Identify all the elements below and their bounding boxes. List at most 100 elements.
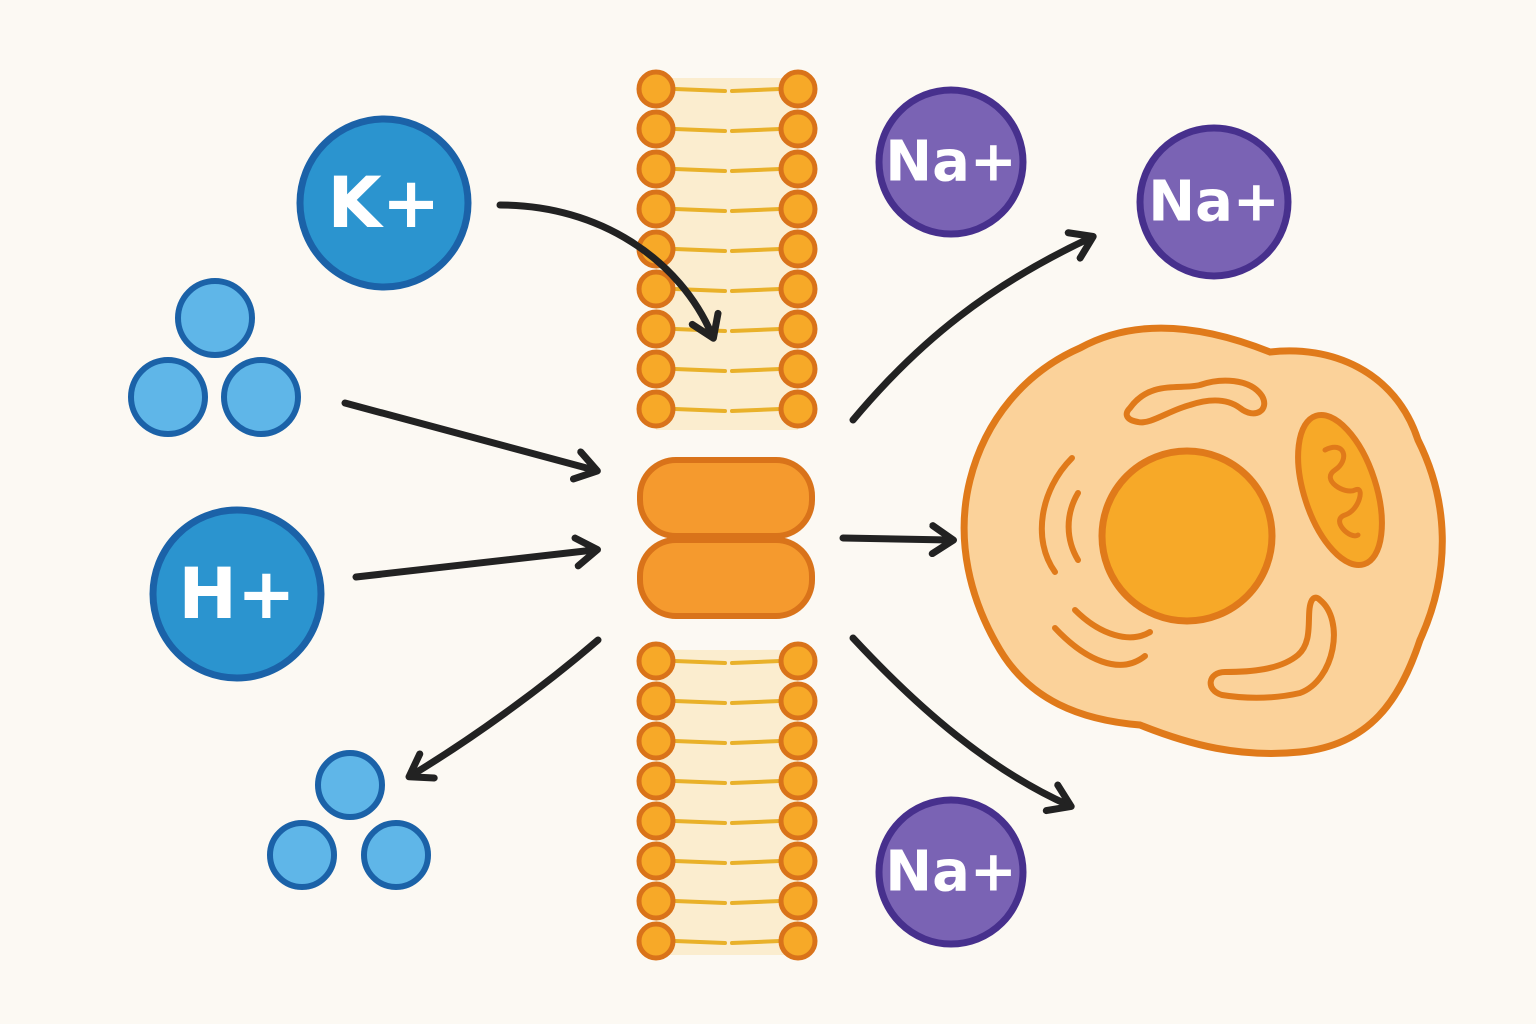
lipid-tail [730, 287, 782, 293]
k-ion: K+ [296, 115, 472, 291]
lipid-head [636, 921, 676, 961]
er-arc-3 [1052, 625, 1148, 668]
lipid-tail [730, 939, 782, 945]
lipid-tail [673, 899, 727, 905]
lipid-head [636, 69, 676, 109]
lipid-head [636, 189, 676, 229]
lipid-tail [673, 699, 727, 705]
lipid-tail [730, 327, 782, 333]
lipid-tail [673, 779, 727, 785]
lipid-head [636, 881, 676, 921]
er-arc-4 [1072, 607, 1153, 641]
arrow-k-into-membrane [496, 201, 722, 342]
lipid-tail [673, 819, 727, 825]
membrane-upper [636, 69, 818, 430]
lipid-head [778, 69, 818, 109]
lipid-head [778, 801, 818, 841]
lipid-head [636, 681, 676, 721]
lipid-head [778, 189, 818, 229]
arrow-to-na-bottom [849, 634, 1075, 815]
h-ion: H+ [149, 506, 325, 682]
lipid-head [636, 641, 676, 681]
lipid-tail [673, 87, 727, 93]
lipid-head [636, 841, 676, 881]
lipid-head [636, 801, 676, 841]
arrow-channel-to-cell [839, 522, 957, 558]
er-arc-1 [1038, 455, 1075, 575]
molecule-cluster-upper [128, 278, 301, 437]
lipid-tail [673, 407, 727, 413]
lipid-tail [730, 739, 782, 745]
arrow-channel-to-molecules [405, 636, 602, 782]
lipid-tail [730, 859, 782, 865]
lipid-tail [673, 939, 727, 945]
arrow-molecules-to-channel [341, 399, 601, 483]
lipid-tail [730, 127, 782, 133]
lipid-head [636, 109, 676, 149]
lipid-tail [730, 247, 782, 253]
na-ion-right-label: Na+ [1148, 170, 1280, 235]
lipid-tail [730, 779, 782, 785]
lipid-head [778, 761, 818, 801]
lipid-head [778, 309, 818, 349]
h-ion-label: H+ [178, 553, 295, 635]
lipid-tail [730, 207, 782, 213]
lipid-head [778, 229, 818, 269]
lipid-tail [673, 859, 727, 865]
lipid-tails-lower [673, 659, 782, 945]
lipid-head [778, 389, 818, 429]
lipid-tail [673, 739, 727, 745]
lipid-head [778, 881, 818, 921]
lipid-head [778, 841, 818, 881]
k-ion-label: K+ [328, 162, 441, 244]
lipid-tail [673, 367, 727, 373]
lipid-tail [730, 819, 782, 825]
membrane-lower [636, 641, 818, 961]
na-ion-right: Na+ [1136, 124, 1292, 280]
lipid-tail [730, 899, 782, 905]
lipid-tail [730, 87, 782, 93]
lipid-tail [673, 127, 727, 133]
cell [960, 324, 1446, 757]
lipid-tail [673, 207, 727, 213]
lipid-tail [673, 659, 727, 665]
lipid-tails-upper [673, 87, 782, 413]
lipid-tail [673, 167, 727, 173]
lipid-head [636, 149, 676, 189]
lipid-head [778, 721, 818, 761]
golgi-apparatus [1123, 377, 1268, 426]
lipid-tail [730, 659, 782, 665]
lipid-head [778, 149, 818, 189]
vesicle-organelle [1207, 594, 1337, 701]
lipid-head [636, 761, 676, 801]
lipid-head [636, 309, 676, 349]
lipid-head [778, 681, 818, 721]
na-ion-top: Na+ [875, 86, 1027, 238]
na-ion-top-label: Na+ [885, 130, 1017, 195]
lipid-head [636, 721, 676, 761]
lipid-heads-upper [636, 69, 818, 429]
lipid-heads-lower [636, 641, 818, 961]
na-ion-bottom-label: Na+ [885, 840, 1017, 905]
lipid-head [636, 389, 676, 429]
lipid-tail [730, 367, 782, 373]
na-ion-bottom: Na+ [875, 796, 1027, 948]
arrow-h-to-channel [352, 534, 601, 581]
lipid-head [778, 921, 818, 961]
nucleus [1098, 447, 1276, 625]
lipid-head [636, 269, 676, 309]
ion-channel [637, 457, 815, 619]
molecule-cluster-lower [267, 750, 431, 890]
lipid-tail [673, 247, 727, 253]
lipid-tail [730, 699, 782, 705]
lipid-head [778, 641, 818, 681]
lipid-head [778, 349, 818, 389]
lipid-tail [673, 327, 727, 333]
lipid-head [636, 349, 676, 389]
er-arc-2 [1065, 490, 1081, 563]
mitochondrion [1295, 411, 1385, 569]
lipid-tail [730, 167, 782, 173]
lipid-tail [730, 407, 782, 413]
lipid-head [778, 109, 818, 149]
